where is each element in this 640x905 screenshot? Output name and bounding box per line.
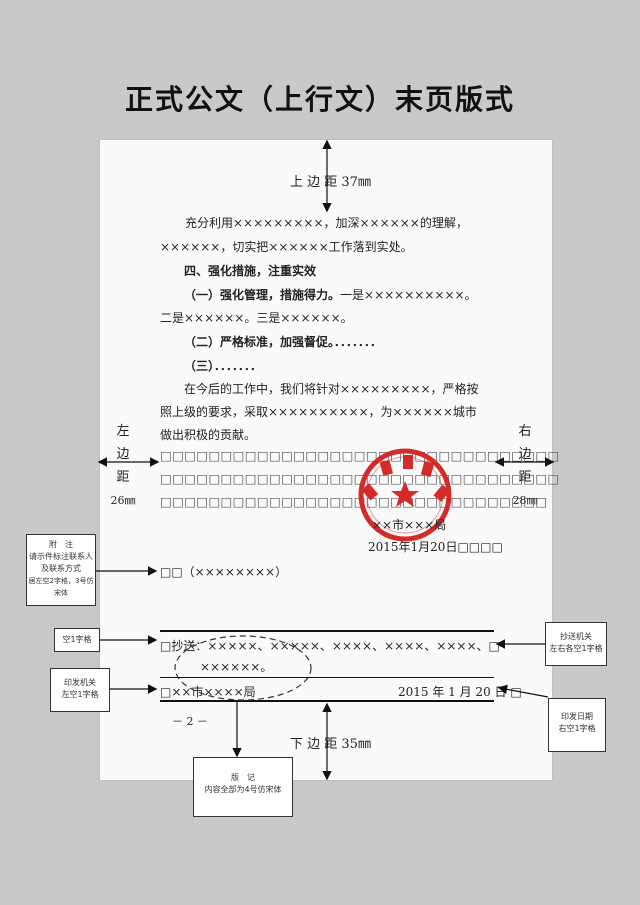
copyto-divider-rule (160, 677, 494, 678)
print-org: □××市××××局 (160, 685, 256, 699)
note-copyto-box: 抄送机关 左右各空1字格 (545, 622, 607, 666)
print-date: 2015 年 1 月 20 日 □ (398, 685, 522, 699)
body-paragraph-line: ××××××，切实把××××××工作落到实处。 (160, 240, 413, 254)
annotation-line: □□（××××××××） (160, 565, 288, 579)
list-item-heading: （二）严格标准，加强督促。．．．．．．． (184, 335, 383, 349)
copyto-top-rule (160, 630, 494, 632)
note-space-box: 空1字格 (54, 628, 100, 652)
section-heading: 四、强化措施，注重实效 (184, 264, 317, 278)
list-item-line: 二是××××××。三是××××××。 (160, 311, 353, 325)
note-print-org-box: 印发机关 左空1字格 (50, 668, 110, 712)
blank-row: □□□□□□□□□□□□□□□□□□□□□□□□□□□□□□□□□ (160, 448, 560, 463)
list-item-text: 一是××××××××××。 (340, 288, 477, 302)
list-item: （一）强化管理，措施得力。一是××××××××××。 (184, 286, 477, 303)
body-paragraph-line: 充分利用×××××××××，加深××××××的理解， (185, 216, 468, 230)
list-item-heading: （三）．．．．．．． (184, 359, 263, 373)
document-page (100, 140, 552, 780)
list-item-heading: （一）强化管理，措施得力。 (184, 288, 341, 302)
top-margin-label: 上 边 距 37㎜ (290, 175, 371, 190)
blank-row: □□□□□□□□□□□□□□□□□□□□□□□□□□□□□□□□□ (160, 471, 560, 486)
bottom-margin-label: 下 边 距 35㎜ (290, 737, 371, 752)
note-annotation-box: 附 注 请示件标注联系人 及联系方式 居左空2字格，3号仿宋体 (26, 534, 96, 606)
copyto-line: □抄送：×××××、×××××、××××、××××、××××、□ (160, 639, 500, 653)
left-margin-label: 左 边 距 26㎜ (110, 424, 136, 507)
body-paragraph-line: 在今后的工作中，我们将针对×××××××××，严格按 (184, 382, 479, 396)
note-footer-box: 版 记 内容全部为4号仿宋体 (193, 757, 293, 817)
issue-date: 2015年1月20日□□□□ (368, 540, 503, 554)
page-number: － 2 － (172, 715, 208, 728)
copyto-bottom-rule (160, 700, 494, 702)
issuer-name: ××市×××局 (372, 518, 447, 532)
document-title: 正式公文（上行文）末页版式 (124, 83, 515, 116)
note-print-date-box: 印发日期 右空1字格 (548, 698, 606, 752)
body-paragraph-line: 做出积极的贡献。 (160, 428, 257, 442)
right-margin-label: 右 边 距 28㎜ (512, 424, 538, 507)
body-paragraph-line: 照上级的要求，采取××××××××××，为××××××城市 (160, 405, 477, 419)
copyto-line: ××××××。 (200, 660, 273, 674)
